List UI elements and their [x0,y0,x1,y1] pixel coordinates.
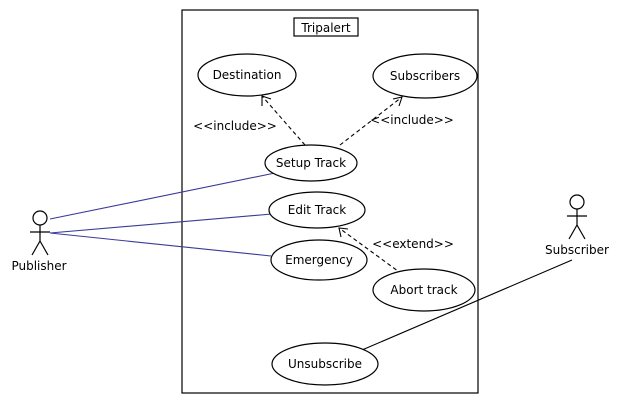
use-case-setup-track: Setup Track [264,144,358,182]
subscriber-head-icon [569,194,585,210]
use-case-edit-track-label: Edit Track [288,203,347,217]
use-case-destination: Destination [197,53,297,97]
use-case-edit-track: Edit Track [268,191,366,229]
assoc-publisher-edit-track [49,213,273,234]
extend-label: <<extend>> [372,237,454,251]
assoc-publisher-setup-track [49,172,276,220]
extend-line [338,227,403,275]
include-subscribers-arrowhead [392,96,403,107]
include-label-left: <<include>> [193,119,277,133]
assoc-subscriber-unsubscribe [361,259,573,351]
include-destination-relation [261,95,306,146]
actor-publisher-label: Publisher [11,259,66,273]
system-title-box [293,17,359,37]
include-destination-line [261,95,306,146]
actor-publisher: Publisher [11,210,67,273]
use-case-subscribers: Subscribers [372,53,478,99]
system-title: Tripalert [300,21,350,35]
include-subscribers-relation [339,96,403,146]
use-case-unsubscribe: Unsubscribe [271,342,379,386]
use-case-abort-track: Abort track [372,268,476,312]
use-case-setup-track-label: Setup Track [276,156,346,170]
publisher-associations [49,172,276,257]
include-subscribers-line [339,96,403,146]
actor-subscriber: Subscriber [545,194,609,257]
use-case-abort-track-label: Abort track [390,283,457,297]
extend-arrowhead [338,227,349,238]
extend-relation [338,227,403,275]
use-case-unsubscribe-label: Unsubscribe [288,357,362,371]
use-case-destination-label: Destination [213,68,282,82]
actor-subscriber-label: Subscriber [545,243,609,257]
use-case-emergency-label: Emergency [285,253,353,267]
include-destination-arrowhead [261,95,272,106]
use-case-emergency: Emergency [270,239,368,281]
use-case-subscribers-label: Subscribers [390,69,460,83]
assoc-publisher-emergency [49,232,272,257]
include-label-right: <<include>> [370,113,454,127]
publisher-head-icon [32,210,48,226]
